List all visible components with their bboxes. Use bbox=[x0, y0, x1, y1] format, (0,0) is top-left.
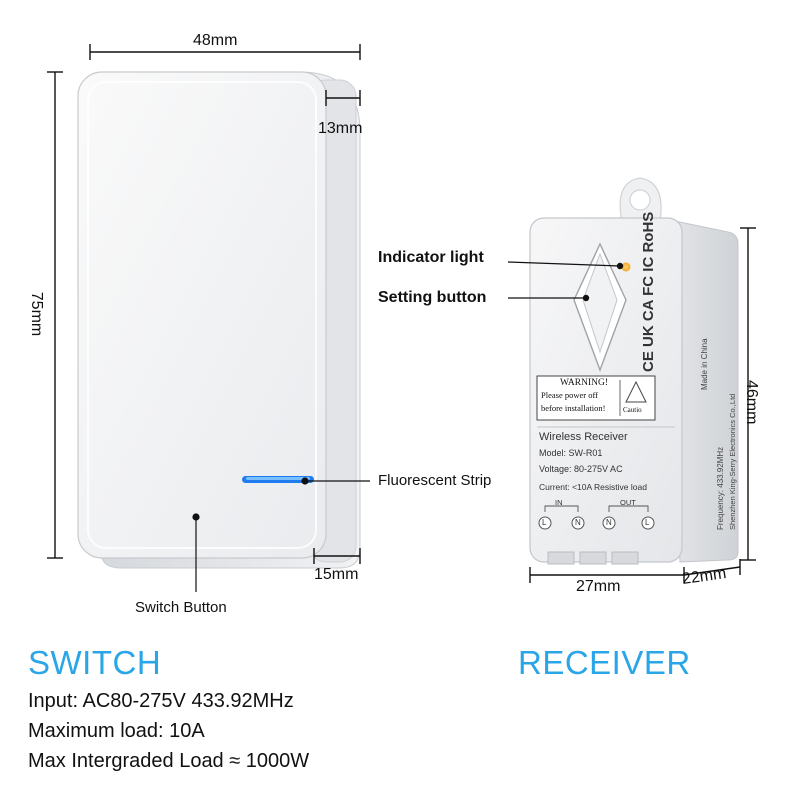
warning-line-2: before installation! bbox=[541, 403, 606, 413]
receiver-product-name: Wireless Receiver bbox=[539, 431, 628, 443]
warning-line-1: Please power off bbox=[541, 390, 598, 400]
receiver-body bbox=[529, 177, 739, 565]
switch-plate bbox=[77, 71, 327, 559]
fluorescent-strip-callout: Fluorescent Strip bbox=[378, 472, 492, 489]
indicator-light-callout: Indicator light bbox=[378, 249, 484, 266]
spec-input: Input: AC80-275V 433.92MHz bbox=[28, 690, 294, 712]
indicator-light bbox=[621, 262, 631, 272]
receiver-dimension-lines bbox=[529, 227, 756, 583]
receiver-voltage: Voltage: 80-275V AC bbox=[539, 464, 623, 474]
switch-width-label: 48mm bbox=[193, 32, 238, 49]
receiver-heading: RECEIVER bbox=[518, 644, 691, 681]
switch-body bbox=[77, 71, 361, 569]
switch-callout-leaders bbox=[192, 477, 370, 592]
receiver-width-label: 27mm bbox=[576, 578, 621, 595]
terminal-in-label: IN bbox=[555, 498, 563, 507]
switch-height-label: 75mm bbox=[28, 291, 46, 337]
terminal-label-1: L bbox=[542, 518, 547, 527]
terminal-label-2: N bbox=[575, 518, 581, 527]
switch-heading: SWITCH bbox=[28, 644, 162, 681]
spec-max-integrated-load: Max Intergraded Load ≈ 1000W bbox=[28, 750, 310, 772]
setting-button-callout: Setting button bbox=[378, 289, 487, 306]
terminal-out-label: OUT bbox=[620, 498, 636, 507]
spec-max-load: Maximum load: 10A bbox=[28, 720, 205, 742]
terminal-label-4: L bbox=[645, 518, 650, 527]
company-text: Shenzhen King-Serry Electronics Co.,Ltd bbox=[728, 393, 737, 530]
receiver-height-label: 46mm bbox=[743, 380, 760, 425]
made-in-text: Made in China bbox=[700, 338, 709, 390]
receiver-model: Model: SW-R01 bbox=[539, 448, 603, 458]
terminal-label-3: N bbox=[606, 518, 612, 527]
frequency-text: Frequency: 433.92MHz bbox=[716, 446, 725, 530]
warning-title: WARNING! bbox=[560, 378, 609, 388]
caution-text: Cautio bbox=[623, 406, 642, 414]
certification-marks: CE UK CA FC IC RoHS bbox=[640, 211, 657, 372]
receiver-current: Current: <10A Resistive load bbox=[539, 482, 647, 492]
switch-depth-bottom-label: 15mm bbox=[314, 566, 359, 583]
switch-button-callout: Switch Button bbox=[135, 599, 227, 616]
switch-depth-top-label: 13mm bbox=[318, 120, 363, 137]
switch-dimension-lines bbox=[47, 44, 361, 564]
receiver-callout-leaders bbox=[507, 261, 624, 302]
